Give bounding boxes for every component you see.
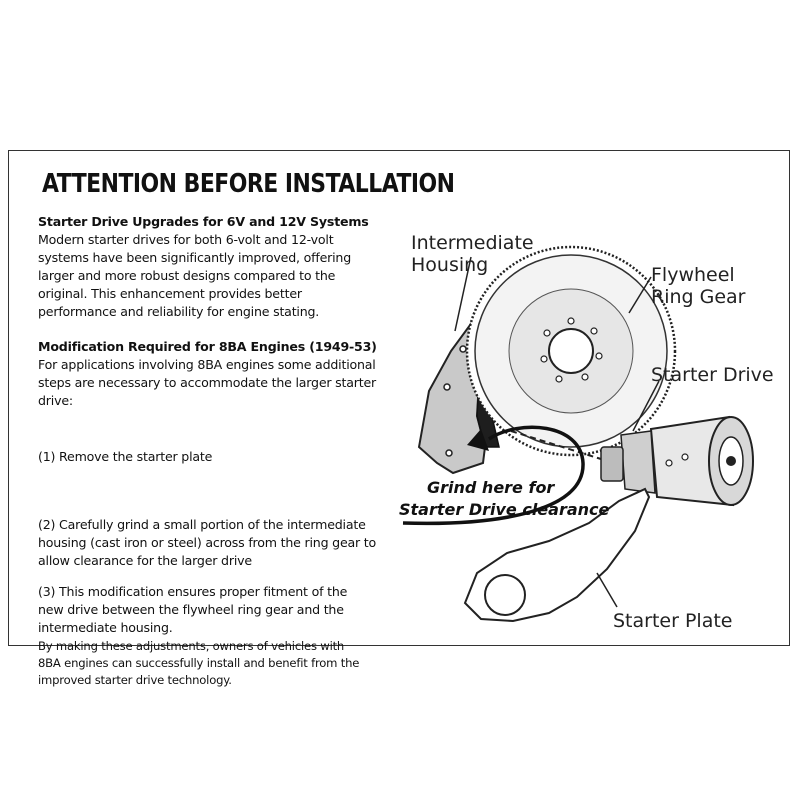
footer-note: By making these adjustments, owners of v… xyxy=(38,638,359,689)
step-3-line: (3) This modification ensures proper fit… xyxy=(38,584,348,599)
section-modification: Modification Required for 8BA Engines (1… xyxy=(38,338,377,410)
step-2-line: (2) Carefully grind a small portion of t… xyxy=(38,517,366,532)
grind-note: Grind here for xyxy=(427,478,555,497)
intermediate-housing-label: Intermediate xyxy=(411,232,534,254)
modification-line: drive: xyxy=(38,393,73,408)
alignment-line xyxy=(510,430,602,460)
attention-card: ATTENTION BEFORE INSTALLATION Starter Dr… xyxy=(8,150,790,687)
footer-line: By making these adjustments, owners of v… xyxy=(38,639,345,653)
modification-line: For applications involving 8BA engines s… xyxy=(38,357,376,372)
upgrades-line: performance and reliability for engine s… xyxy=(38,304,320,319)
grind-arrow xyxy=(402,425,585,526)
starter-plate-label: Starter Plate xyxy=(613,610,732,632)
modification-line: steps are necessary to accommodate the l… xyxy=(38,375,377,390)
step-2-line: housing (cast iron or steel) across from… xyxy=(38,535,377,550)
section-upgrades: Starter Drive Upgrades for 6V and 12V Sy… xyxy=(38,213,369,321)
flywheel-illustration xyxy=(465,245,677,457)
footer-line: 8BA engines can successfully install and… xyxy=(38,656,360,670)
upgrades-line: systems have been significantly improved… xyxy=(38,250,351,265)
upgrades-line: Modern starter drives for both 6-volt an… xyxy=(38,232,334,247)
starter-diagram: Intermediate Housing Flywheel Ring Gear … xyxy=(399,232,774,632)
step-3-line: intermediate housing. xyxy=(38,620,173,635)
modification-heading: Modification Required for 8BA Engines (1… xyxy=(38,339,377,354)
upgrades-line: larger and more robust designs compared … xyxy=(38,268,336,283)
step-2-line: allow clearance for the larger drive xyxy=(38,553,252,568)
upgrades-heading: Starter Drive Upgrades for 6V and 12V Sy… xyxy=(38,214,369,229)
flywheel-label: Flywheel xyxy=(651,264,735,286)
flywheel-label: Ring Gear xyxy=(651,286,746,308)
intermediate-housing-label: Housing xyxy=(411,254,488,276)
leader-line xyxy=(454,256,472,332)
grind-note: Starter Drive clearance xyxy=(399,500,610,519)
starter-motor-illustration xyxy=(600,415,754,507)
step-1: (1) Remove the starter plate xyxy=(38,448,212,466)
grind-arrow-head xyxy=(467,429,489,451)
upgrades-line: original. This enhancement provides bett… xyxy=(38,286,302,301)
step-1-line: (1) Remove the starter plate xyxy=(38,449,213,464)
footer-line: improved starter drive technology. xyxy=(38,673,232,687)
starter-drive-label: Starter Drive xyxy=(651,364,774,386)
step-3-line: new drive between the flywheel ring gear… xyxy=(38,602,344,617)
starter-plate-hole xyxy=(484,574,526,616)
step-2: (2) Carefully grind a small portion of t… xyxy=(38,516,376,570)
leader-line xyxy=(628,276,652,314)
step-3: (3) This modification ensures proper fit… xyxy=(38,583,347,637)
leader-line xyxy=(632,380,660,432)
page-title: ATTENTION BEFORE INSTALLATION xyxy=(42,169,455,199)
leader-line xyxy=(596,572,618,608)
